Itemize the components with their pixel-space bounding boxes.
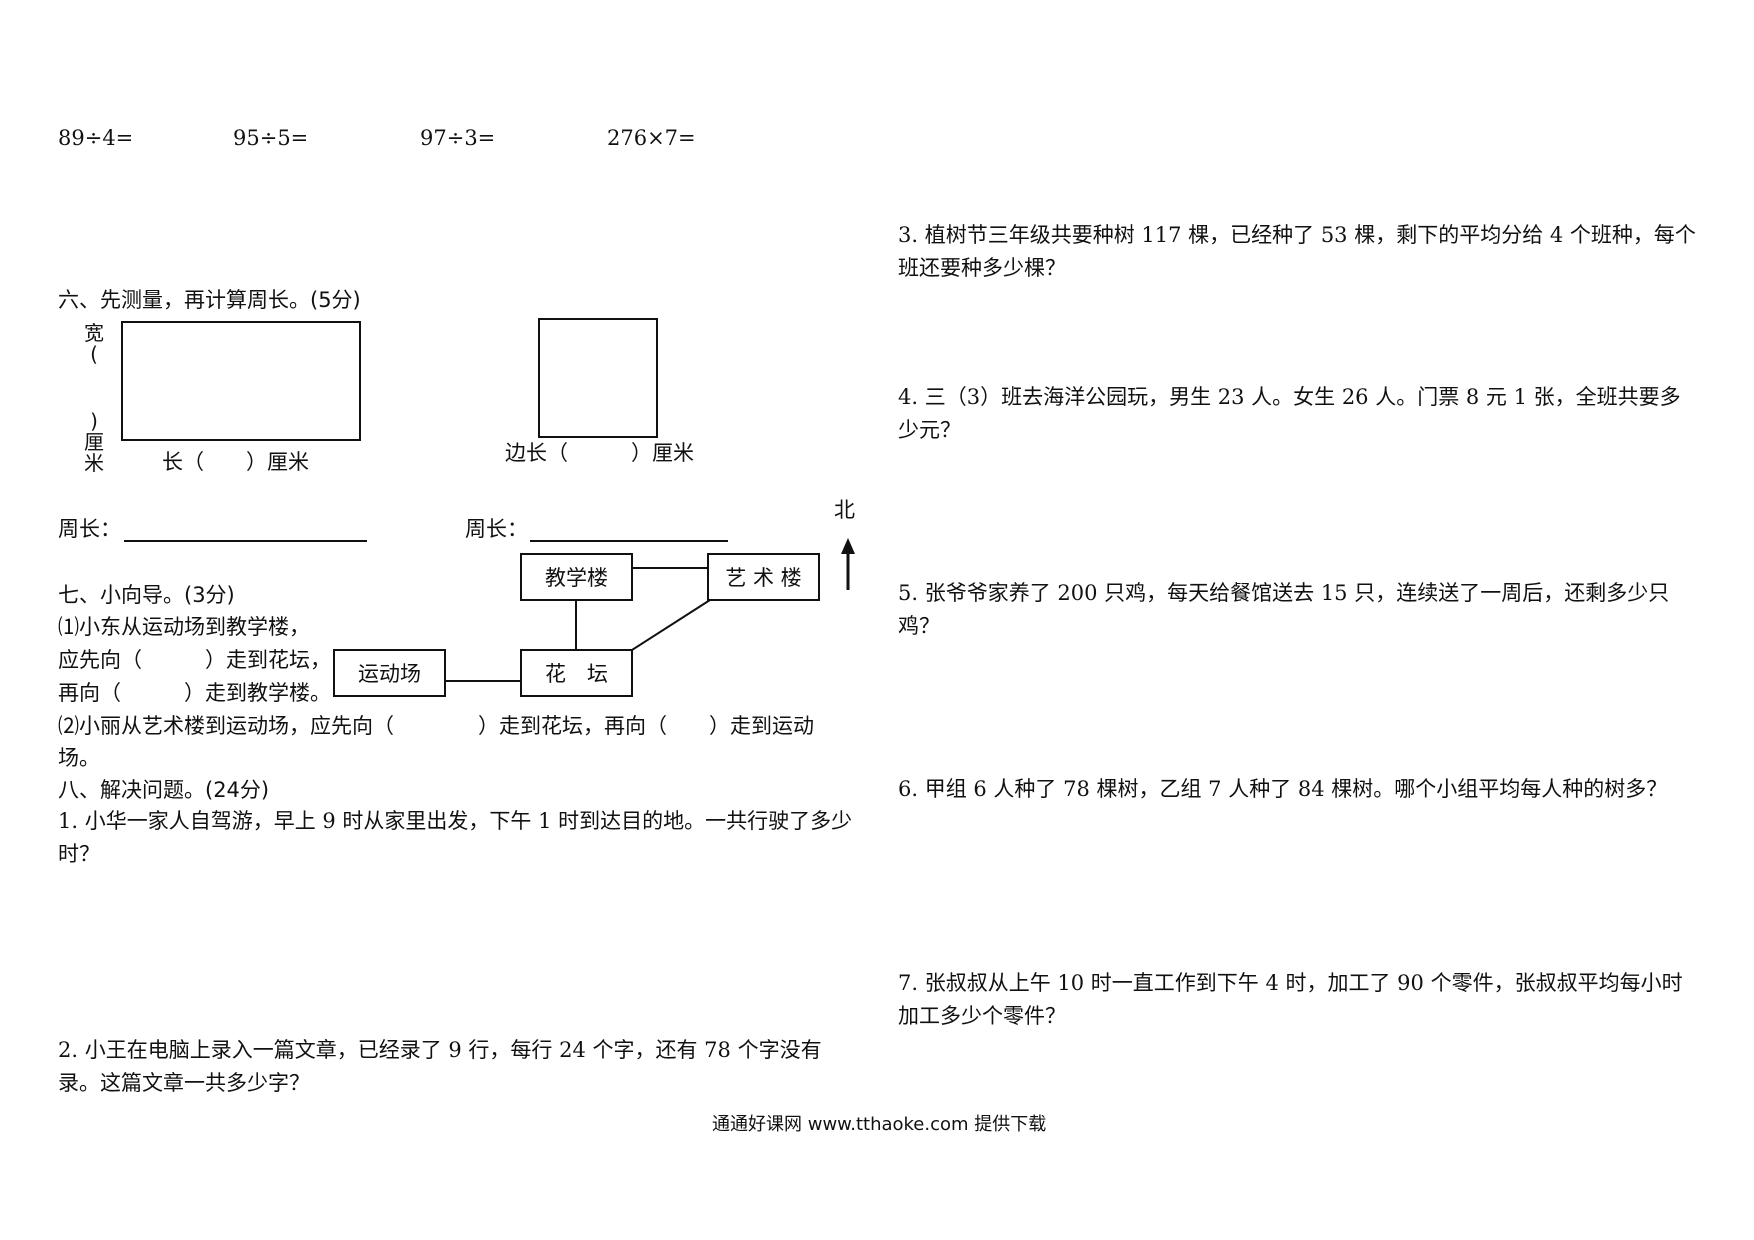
rect-length-label: 长（ ）厘米 [162,450,309,474]
problem-2: 2. 小王在电脑上录入一篇文章，已经录了 9 行，每行 24 个字，还有 78 … [58,1038,822,1095]
calc-item-2: 95÷5= [233,126,309,150]
q1-line2: 应先向（ ）走到花坛， [58,648,331,672]
path-sports-flower [446,680,520,682]
sports-field-node: 运动场 [333,649,446,697]
calc-item-4: 276×7= [607,126,696,150]
path-flower-art [631,599,711,651]
q1-line3: 再向（ ）走到教学楼。 [58,681,331,705]
problem-5: 5. 张爷爷家养了 200 只鸡，每天给餐馆送去 15 只，连续送了一周后，还剩… [898,581,1670,638]
path-teaching-art [633,567,707,569]
perimeter-blank-1[interactable] [124,540,367,542]
section7-heading: 七、小向导。(3分) [58,583,235,607]
north-arrow-icon [841,538,855,590]
q2-line2: 场。 [58,746,100,770]
section8-heading: 八、解决问题。(24分) [58,778,270,802]
art-building-node: 艺 术 楼 [707,553,820,601]
calc-item-3: 97÷3= [420,126,496,150]
perimeter-label-2: 周长： [465,517,528,541]
calc-item-1: 89÷4= [58,126,134,150]
problem-3: 3. 植树节三年级共要种树 117 棵，已经种了 53 棵，剩下的平均分给 4 … [898,223,1696,280]
square-shape [538,318,658,438]
q1-line1: ⑴小东从运动场到教学楼， [58,615,310,639]
section6-heading: 六、先测量，再计算周长。(5分) [58,288,361,312]
problem-6: 6. 甲组 6 人种了 78 棵树，乙组 7 人种了 84 棵树。哪个小组平均每… [898,777,1668,801]
north-label: 北 [834,498,855,522]
problem-1: 1. 小华一家人自驾游，早上 9 时从家里出发，下午 1 时到达目的地。一共行驶… [58,809,853,866]
q2-line1: ⑵小丽从艺术楼到运动场，应先向（ ）走到花坛，再向（ ）走到运动 [58,714,814,738]
perimeter-label-1: 周长： [58,517,121,541]
perimeter-blank-2[interactable] [530,540,728,542]
path-teaching-flower [575,601,577,649]
flower-bed-node: 花 坛 [520,649,633,697]
teaching-building-node: 教学楼 [520,553,633,601]
problem-4: 4. 三（3）班去海洋公园玩，男生 23 人。女生 26 人。门票 8 元 1 … [898,385,1681,442]
rectangle-shape [121,321,361,441]
problem-7: 7. 张叔叔从上午 10 时一直工作到下午 4 时，加工了 90 个零件，张叔叔… [898,971,1683,1028]
footer-text: 通通好课网 www.tthaoke.com 提供下载 [712,1114,1047,1135]
square-side-label: 边长（ ）厘米 [505,441,694,465]
rect-width-label: 宽 ( ) 厘 米 [84,321,104,475]
